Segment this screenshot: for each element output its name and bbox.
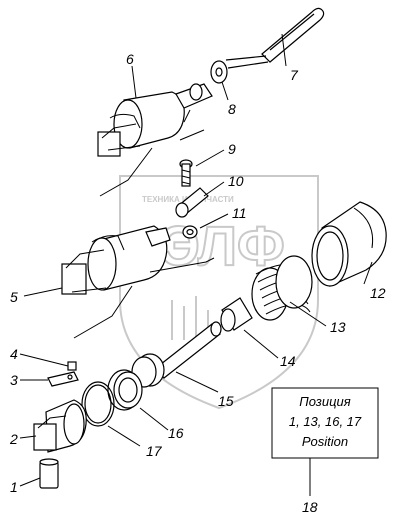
note-line-1: Позиция (299, 394, 350, 409)
label-part-2: 2 (9, 431, 18, 447)
label-part-5: 5 (10, 289, 18, 305)
label-part-3: 3 (10, 372, 18, 388)
part-8-nut (210, 60, 228, 84)
part-15-rod (131, 321, 222, 388)
part-7-lever (225, 7, 325, 69)
part-10-sleeve (175, 187, 209, 218)
label-part-7: 7 (290, 67, 299, 83)
label-part-15: 15 (218, 393, 234, 409)
part-3-plate (47, 371, 79, 387)
part-4-pin (67, 361, 77, 371)
part-9-bolt (179, 159, 193, 187)
label-part-6: 6 (126, 51, 134, 67)
part-1-sleeve (39, 458, 59, 489)
watermark-text-main: ЭЛФ (160, 214, 285, 277)
label-part-17: 17 (146, 443, 163, 459)
label-part-11: 11 (232, 205, 247, 221)
note-line-2: 1, 13, 16, 17 (289, 414, 362, 429)
part-16-ring (107, 369, 143, 411)
part-6-assembly (97, 83, 213, 157)
label-part-8: 8 (228, 101, 236, 117)
part-17-oring (81, 381, 115, 427)
part-11-nut (182, 225, 198, 239)
note-line-3: Position (302, 434, 348, 449)
part-2-body (33, 399, 87, 453)
label-part-1: 1 (10, 479, 18, 495)
part-12-drum (311, 201, 387, 287)
label-part-4: 4 (10, 346, 18, 362)
part-13-spring (251, 255, 313, 321)
part-14-bushing (220, 297, 253, 332)
label-part-12: 12 (370, 285, 386, 301)
label-part-13: 13 (330, 319, 346, 335)
position-note-box: Позиция 1, 13, 16, 17 Position (271, 387, 379, 459)
label-part-18: 18 (302, 499, 318, 515)
label-part-14: 14 (280, 353, 296, 369)
label-part-10: 10 (228, 173, 244, 189)
part-5-assembly (61, 225, 171, 295)
leader-lines (19, 33, 373, 496)
label-part-9: 9 (228, 141, 236, 157)
part-labels: 1 2 3 4 5 6 7 8 9 10 11 12 13 14 15 16 1… (9, 51, 386, 515)
label-part-16: 16 (168, 425, 184, 441)
